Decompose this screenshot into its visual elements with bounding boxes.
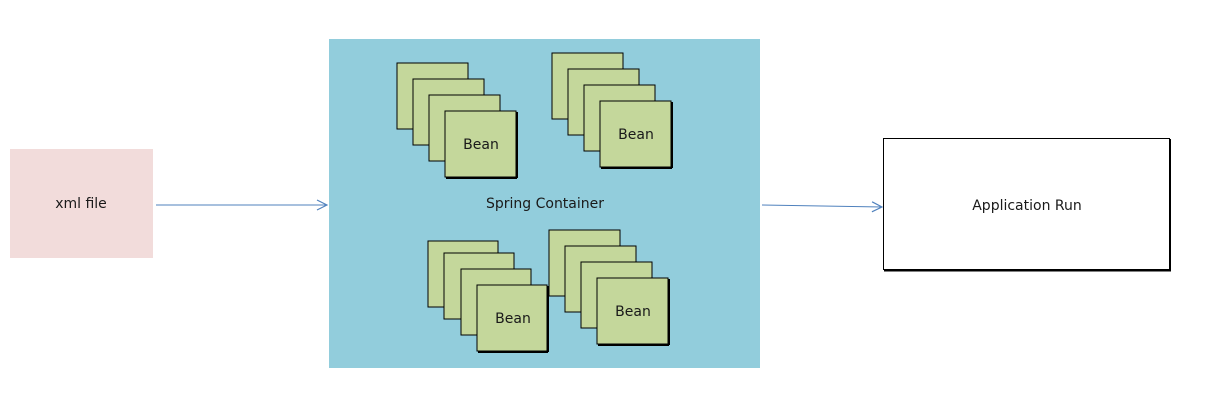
spring-container-node: Spring Container Bean Bean <box>329 39 760 368</box>
bean-group-top-right: Bean <box>551 52 673 169</box>
bean-label: Bean <box>463 137 499 153</box>
bean-label: Bean <box>615 304 651 320</box>
bean-group-bottom-right: Bean <box>548 229 670 346</box>
spring-container-label: Spring Container <box>486 196 604 212</box>
xml-file-label: xml file <box>55 196 107 212</box>
bean-label: Bean <box>618 127 654 143</box>
bean-label: Bean <box>495 311 531 327</box>
arrow-container-to-app <box>761 205 882 207</box>
bean-group-bottom-left: Bean <box>427 240 549 353</box>
xml-file-node: xml file <box>10 149 153 258</box>
bean-group-top-left: Bean <box>396 62 518 179</box>
application-run-label: Application Run <box>972 198 1082 214</box>
application-run-node: Application Run <box>883 138 1171 272</box>
